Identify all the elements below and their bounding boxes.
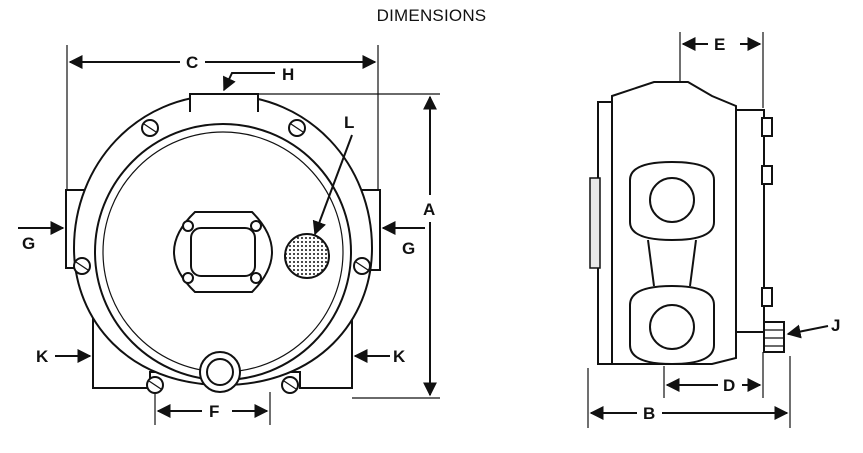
label-l: L — [344, 113, 354, 132]
dim-l-leader — [312, 134, 353, 236]
front-top-outlet — [189, 93, 259, 112]
label-h: H — [282, 65, 294, 84]
label-f: F — [209, 402, 219, 421]
side-fitting-j — [763, 321, 785, 353]
side-fin-bolts — [761, 117, 773, 307]
label-e: E — [714, 35, 725, 54]
label-j: J — [831, 316, 840, 335]
label-k-left: K — [36, 347, 49, 366]
label-g-left: G — [22, 234, 35, 253]
label-a: A — [423, 200, 435, 219]
dim-h-leader — [223, 72, 275, 92]
label-k-right: K — [393, 347, 406, 366]
front-vent-screen — [284, 233, 330, 279]
front-flange-screws — [73, 119, 371, 394]
label-c: C — [186, 53, 198, 72]
front-bottom-port — [199, 351, 241, 393]
side-upper-boss — [629, 160, 715, 242]
label-d: D — [723, 376, 735, 395]
side-view — [589, 81, 785, 366]
side-lower-boss — [629, 284, 715, 366]
front-view — [65, 93, 381, 394]
side-right-block — [735, 109, 765, 333]
dimension-labels: C H A L G G K K F E J D B — [22, 35, 840, 423]
dim-j-leader — [786, 324, 829, 339]
dimension-lines — [18, 32, 829, 428]
diagram-title: DIMENSIONS — [376, 6, 487, 25]
label-g-right: G — [402, 239, 415, 258]
label-b: B — [643, 404, 655, 423]
front-hub-inner — [190, 227, 256, 277]
